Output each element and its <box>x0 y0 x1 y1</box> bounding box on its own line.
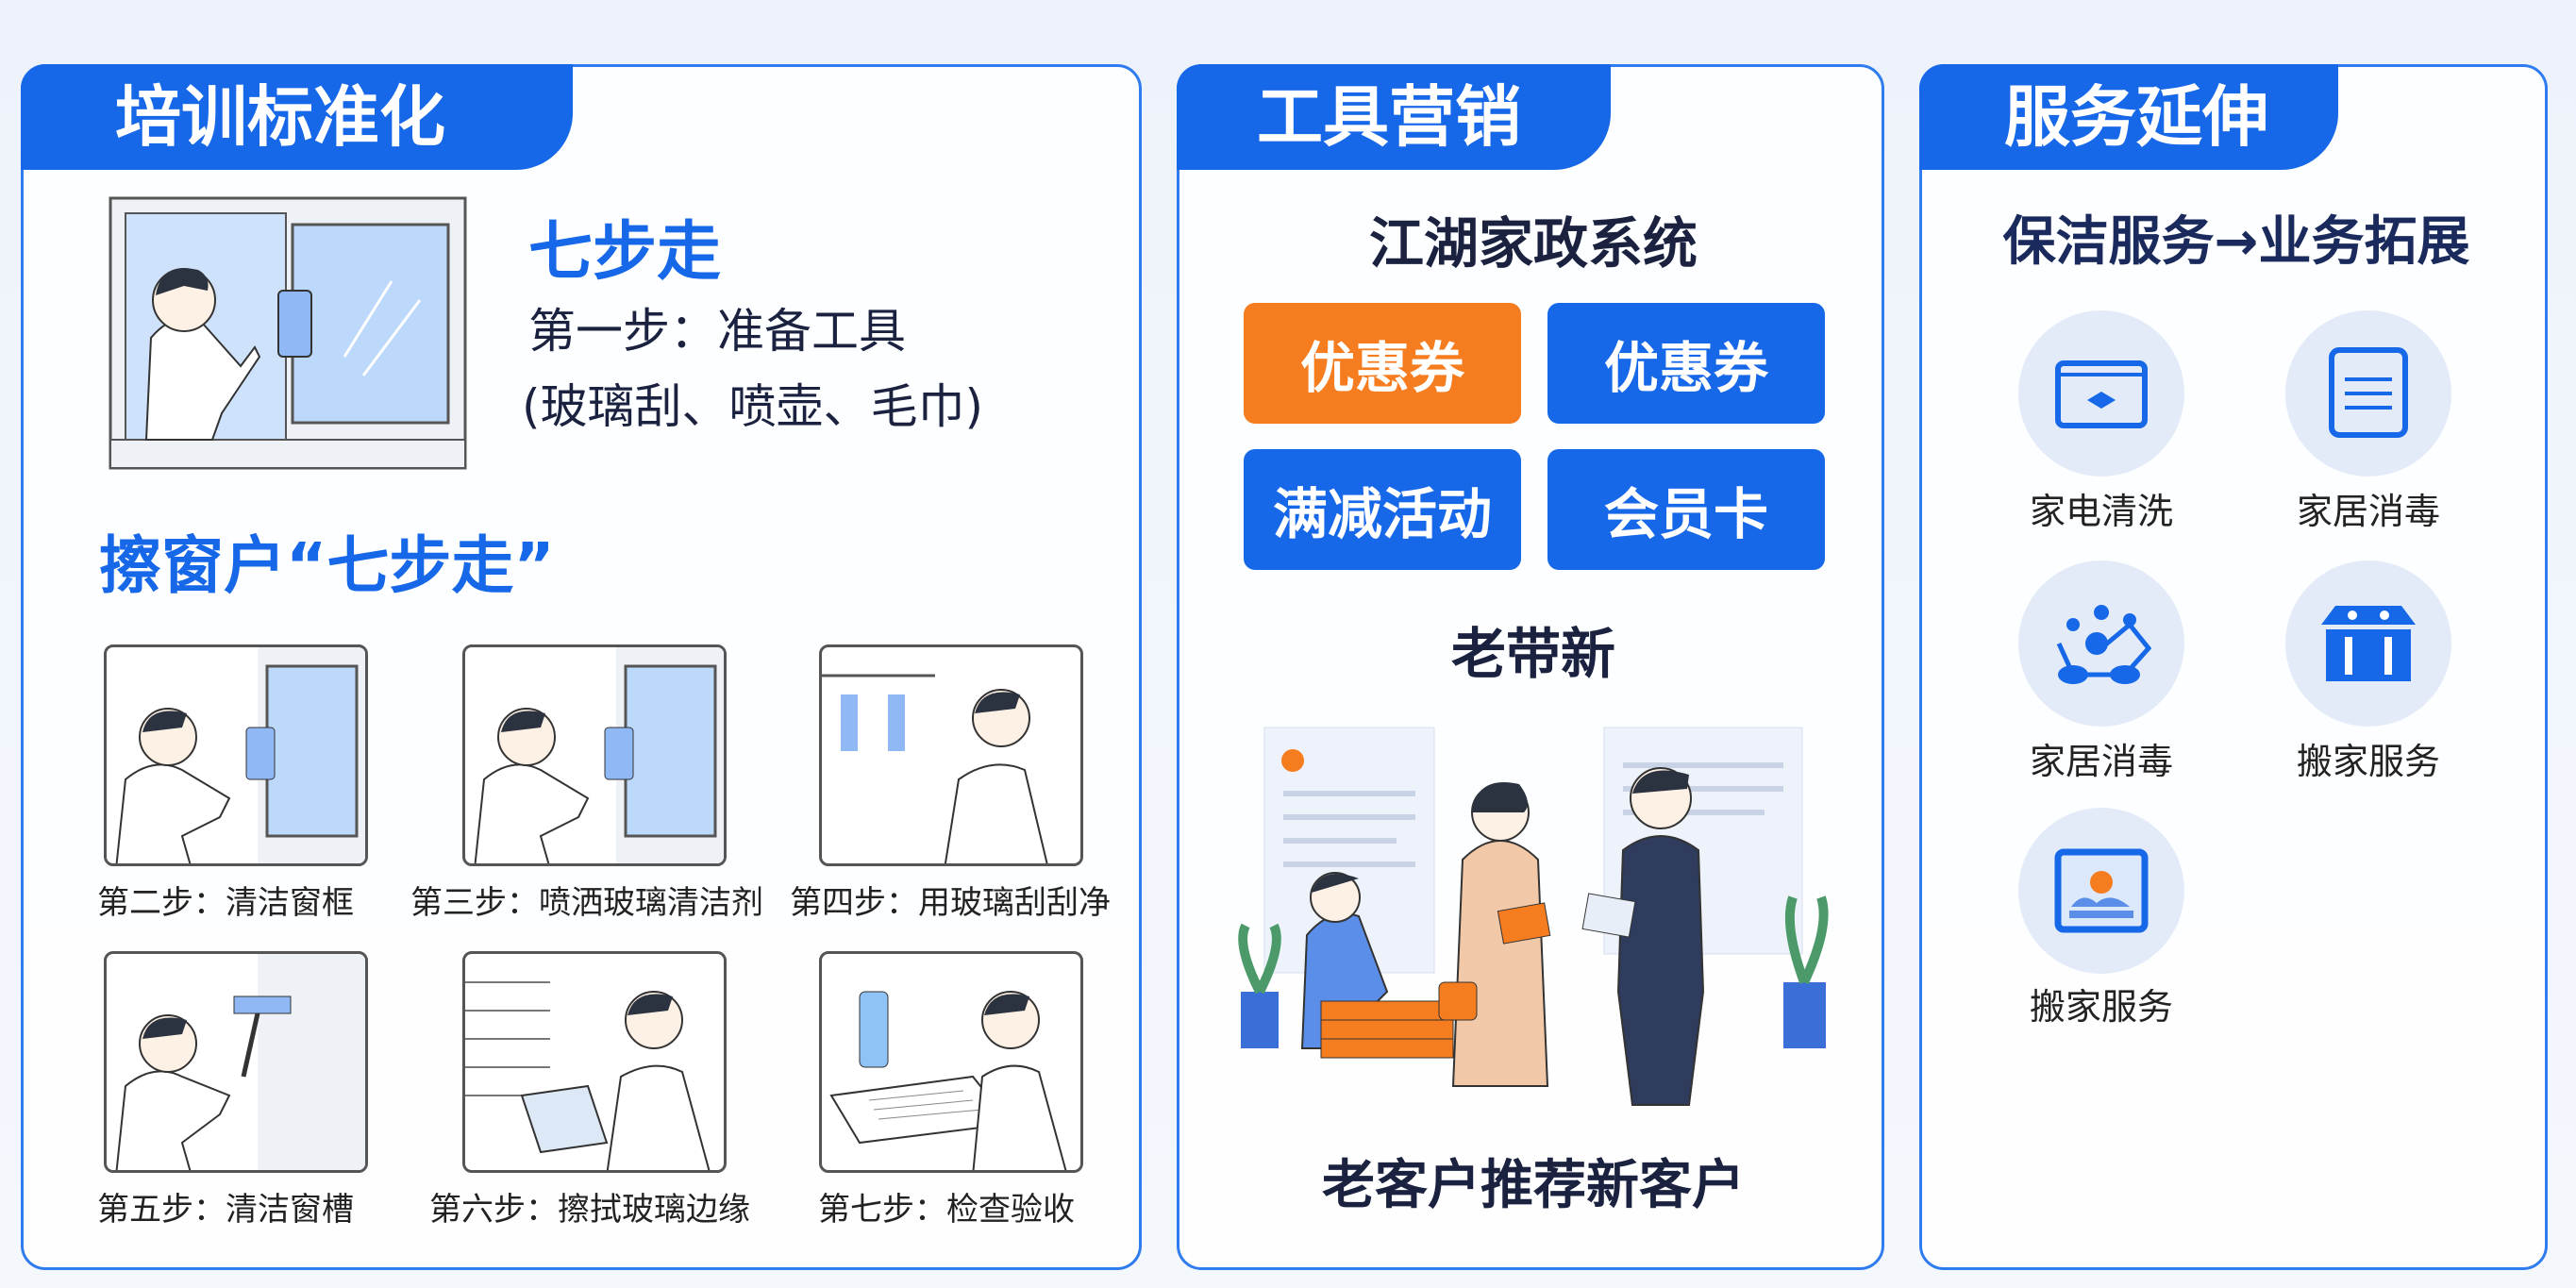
coupon-button-orange[interactable]: 优惠券 <box>1244 303 1521 424</box>
training-panel: 培训标准化 七步走 第一步：准备工具 (玻璃刮、喷壶、毛巾) 擦窗户“七步走” … <box>21 64 1142 1270</box>
picture-icon[interactable] <box>2018 808 2184 974</box>
house-icon[interactable] <box>2285 560 2451 727</box>
step3-caption: 第三步：喷洒玻璃清洁剂 <box>410 884 763 922</box>
step2-image <box>104 644 368 866</box>
service-label: 家居消毒 <box>2296 491 2440 532</box>
referral-caption: 老客户推荐新客户 <box>1322 1155 1745 1216</box>
system-name: 江湖家政系统 <box>1368 211 1698 276</box>
referral-illustration <box>1238 727 1829 1106</box>
training-title: 培训标准化 <box>21 64 573 170</box>
step5-image <box>104 951 368 1173</box>
marketing-panel: 工具营销 江湖家政系统 优惠券 优惠券 满减活动 会员卡 老带新 老客户推荐新客… <box>1177 64 1884 1270</box>
step1-tools: (玻璃刮、喷壶、毛巾) <box>522 379 984 434</box>
step2-caption: 第二步：清洁窗框 <box>97 884 354 922</box>
membership-card-button[interactable]: 会员卡 <box>1547 449 1825 570</box>
service-label: 搬家服务 <box>2296 741 2440 782</box>
step5-caption: 第五步：清洁窗槽 <box>97 1191 354 1229</box>
service-extension-panel: 服务延伸 保洁服务→业务拓展 家电清洗 家居消毒 家居消毒 搬家服务 搬家服务 <box>1919 64 2548 1270</box>
step6-caption: 第六步：擦拭玻璃边缘 <box>429 1191 750 1229</box>
step1-text: 第一步：准备工具 <box>528 304 906 359</box>
service-label: 家居消毒 <box>2029 741 2173 782</box>
service-heading: 保洁服务→业务拓展 <box>2002 211 2470 273</box>
coupon-button[interactable]: 优惠券 <box>1547 303 1825 424</box>
step7-image <box>819 951 1083 1173</box>
step4-image <box>819 644 1083 866</box>
service-label: 家电清洗 <box>2029 491 2173 532</box>
referral-label: 老带新 <box>1450 622 1615 686</box>
marketing-title: 工具营销 <box>1177 64 1611 170</box>
appliance-icon[interactable] <box>2018 310 2184 477</box>
clipboard-icon[interactable] <box>2285 310 2451 477</box>
seven-steps-heading: 擦窗户“七步走” <box>99 529 555 602</box>
step7-caption: 第七步：检查验收 <box>818 1191 1075 1229</box>
discount-activity-button[interactable]: 满减活动 <box>1244 449 1521 570</box>
service-label: 搬家服务 <box>2029 986 2173 1028</box>
network-icon[interactable] <box>2018 560 2184 727</box>
seven-steps-subtitle: 七步走 <box>528 215 722 290</box>
step3-image <box>462 644 727 866</box>
service-extension-title: 服务延伸 <box>1919 64 2338 170</box>
step6-image <box>462 951 727 1173</box>
window-cleaning-illustration <box>109 196 467 470</box>
step4-caption: 第四步：用玻璃刮刮净 <box>790 884 1111 922</box>
